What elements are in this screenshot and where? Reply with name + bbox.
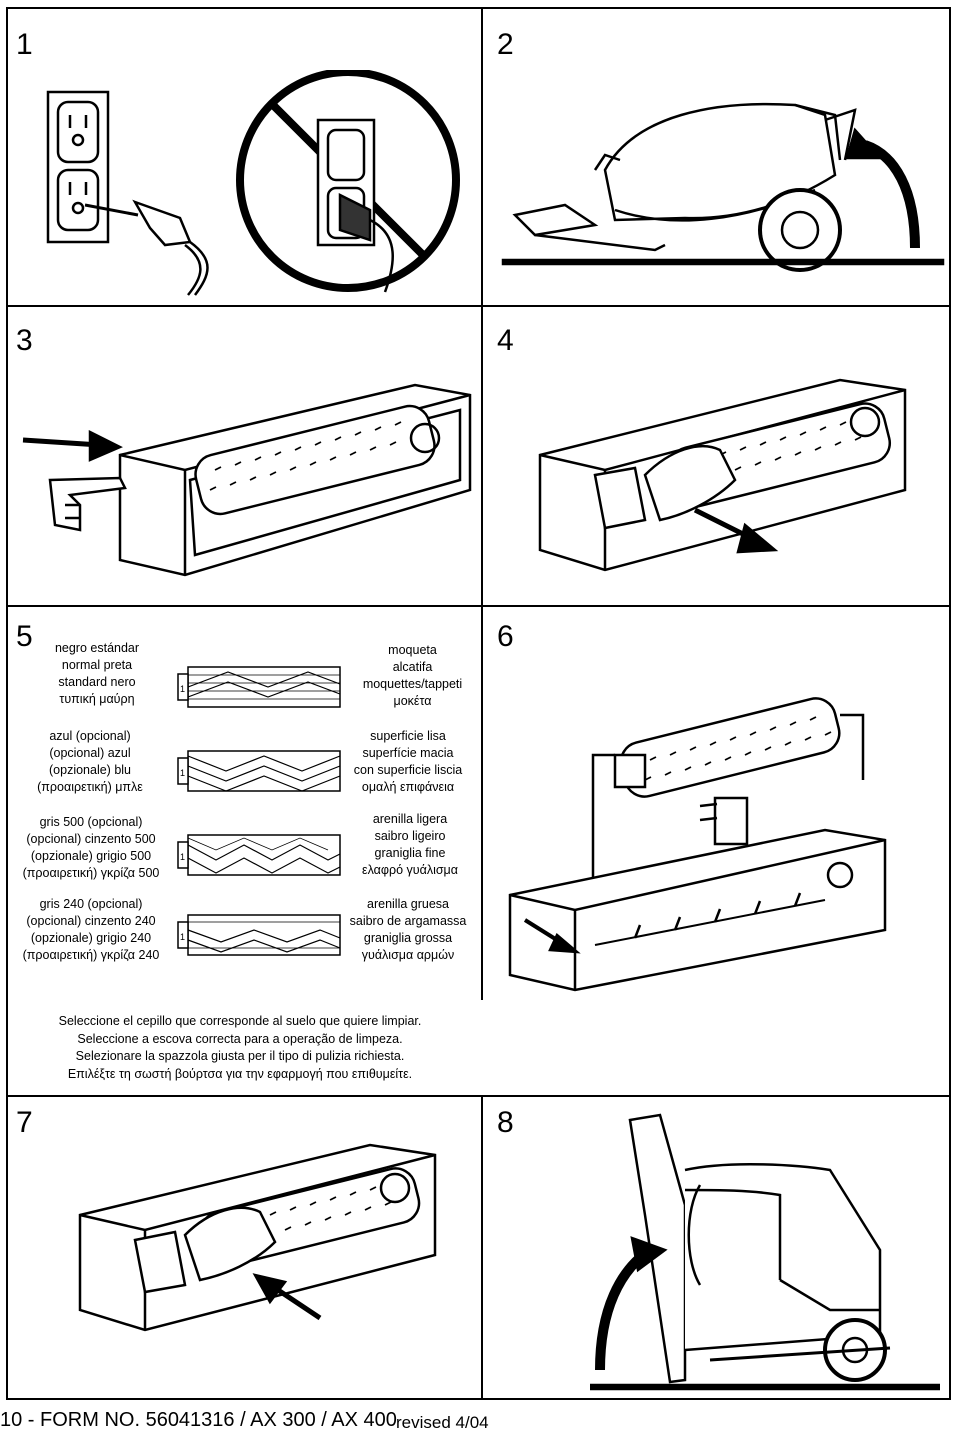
brush-grey-500: 1 — [177, 834, 341, 876]
brush-blue: 1 — [177, 750, 341, 792]
form-number: 10 - FORM NO. 56041316 / AX 300 / AX 400 — [0, 1409, 397, 1431]
svg-text:1: 1 — [180, 768, 185, 778]
step-number-7: 7 — [16, 1106, 33, 1139]
step-number-2: 2 — [497, 28, 514, 61]
divider — [481, 1095, 483, 1400]
divider — [6, 305, 951, 307]
svg-text:1: 1 — [180, 684, 185, 694]
divider — [6, 1095, 951, 1097]
divider — [481, 605, 483, 1000]
machine-lower-illustration — [590, 1113, 940, 1391]
insert-brush-illustration — [78, 1143, 437, 1332]
svg-text:1: 1 — [180, 932, 185, 942]
step-number-1: 1 — [16, 28, 33, 61]
brush-selection-instructions: Seleccione el cepillo que corresponde al… — [58, 1014, 422, 1081]
divider — [481, 7, 483, 605]
release-button-illustration — [22, 383, 472, 577]
svg-text:1: 1 — [180, 852, 185, 862]
brush-color-label: azul (opcional)(opcional) azul(opzionale… — [37, 729, 143, 794]
revision-date: revised 4/04 — [396, 1413, 489, 1432]
divider — [6, 605, 951, 607]
step-number-3: 3 — [16, 324, 33, 357]
brush-standard-black: 1 — [177, 666, 341, 708]
footer: 10 - FORM NO. 56041316 / AX 300 / AX 400… — [0, 1408, 489, 1432]
machine-tilt-illustration — [501, 102, 945, 272]
brush-grey-240: 1 — [177, 914, 341, 956]
unplug-outlet-illustration — [46, 70, 460, 296]
page-frame — [6, 7, 951, 1400]
brush-alignment-illustration — [508, 697, 887, 992]
brush-color-label: gris 500 (opcional)(opcional) cinzento 5… — [22, 815, 160, 880]
step-number-4: 4 — [497, 324, 514, 357]
remove-brush-illustration — [538, 378, 907, 572]
step-number-5: 5 — [16, 620, 33, 653]
step-number-6: 6 — [497, 620, 514, 653]
step-number-8: 8 — [497, 1106, 514, 1139]
brush-color-label: gris 240 (opcional)(opcional) cinzento 2… — [22, 897, 160, 962]
